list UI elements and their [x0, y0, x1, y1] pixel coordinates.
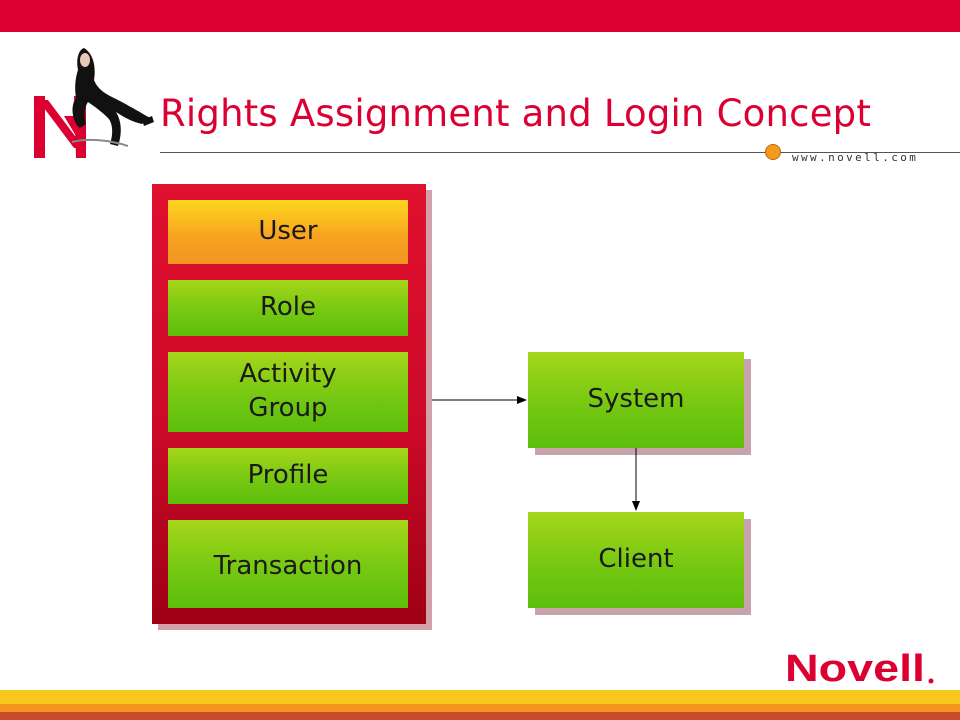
- node-role: Role: [168, 280, 408, 336]
- node-activity-group: Activity Group: [168, 352, 408, 432]
- title-underline: [160, 152, 960, 153]
- node-profile: Profile: [168, 448, 408, 504]
- slide-title: Rights Assignment and Login Concept: [160, 92, 872, 135]
- bottom-yellow-band: [0, 690, 960, 704]
- node-system: System: [528, 352, 744, 448]
- top-red-banner: [0, 0, 960, 32]
- novell-wordmark-logo-icon: Novell: [785, 648, 934, 687]
- node-transaction: Transaction: [168, 520, 408, 608]
- node-client: Client: [528, 512, 744, 608]
- orange-dot-icon: [765, 144, 781, 160]
- bottom-rust-band: [0, 712, 960, 720]
- brand-wordmark: Novell: [785, 648, 925, 687]
- node-user: User: [168, 200, 408, 264]
- website-url: www.novell.com: [792, 151, 919, 164]
- sitting-woman-illustration-icon: [71, 48, 154, 147]
- bottom-orange-band: [0, 704, 960, 712]
